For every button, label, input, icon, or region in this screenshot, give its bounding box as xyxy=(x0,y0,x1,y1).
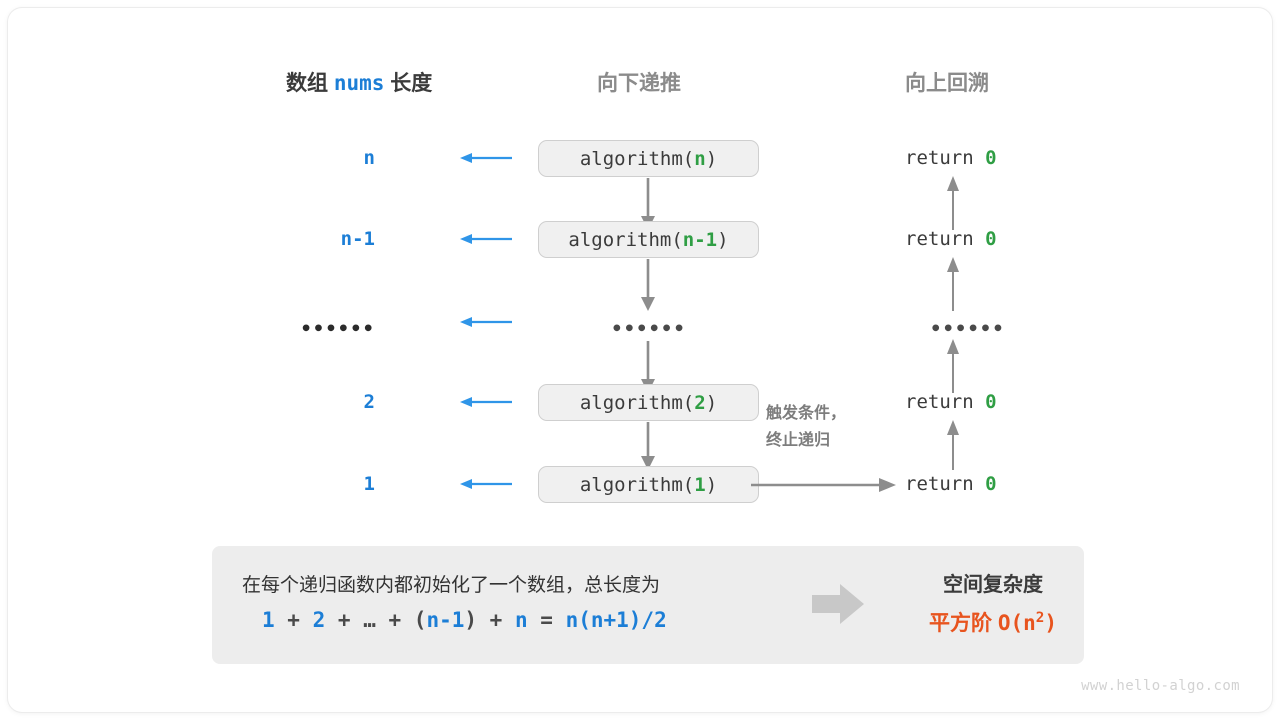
return-value-4: 0 xyxy=(985,473,997,495)
return-text-3: return xyxy=(905,391,986,413)
formula-token-4: … xyxy=(363,608,376,632)
blue-left-arrow-2 xyxy=(460,317,512,327)
formula-token-2: 2 xyxy=(312,608,326,632)
return-text-1: return xyxy=(905,228,986,250)
summary-panel: 在每个递归函数内都初始化了一个数组，总长度为 1 + 2 + … + (n-1)… xyxy=(212,546,1084,664)
column-header-descend: 向下递推 xyxy=(597,72,681,95)
header-left-prefix: 数组 xyxy=(286,72,334,95)
level-label-1: n-1 xyxy=(340,228,375,250)
call-prefix-4: algorithm( xyxy=(579,473,695,496)
call-suffix-4: ) xyxy=(705,473,718,496)
blue-left-arrow-0 xyxy=(460,153,512,163)
level-label-3: 2 xyxy=(363,391,375,413)
up-arrow-1 xyxy=(947,257,959,311)
down-arrow-1 xyxy=(641,259,655,311)
formula-token-9: + xyxy=(477,608,515,632)
call-arg-3: 2 xyxy=(694,391,706,414)
level-label-4: 1 xyxy=(363,473,375,495)
return-value-1: 0 xyxy=(985,228,997,250)
watermark: www.hello-algo.com xyxy=(1081,678,1240,694)
call-box-3: algorithm(2) xyxy=(538,384,759,421)
level-label-2: •••••• xyxy=(300,318,375,340)
call-suffix-3: ) xyxy=(705,391,718,414)
summary-result: 空间复杂度 平方阶 O(n2) xyxy=(902,568,1084,637)
formula-token-0: 1 xyxy=(262,608,275,632)
summary-description: 在每个递归函数内都初始化了一个数组，总长度为 xyxy=(242,575,661,596)
base-case-arrow xyxy=(751,478,896,492)
formula-token-11: = xyxy=(527,608,566,632)
summary-formula: 1 + 2 + … + (n-1) + n = n(n+1)/2 xyxy=(262,608,667,632)
formula-token-1: + xyxy=(274,608,313,632)
return-label-0: return 0 xyxy=(905,147,997,169)
call-prefix-3: algorithm( xyxy=(579,391,695,414)
trigger-note-line2: 终止递归 xyxy=(766,432,831,449)
up-arrow-3 xyxy=(947,420,959,470)
formula-token-8: ) xyxy=(464,608,478,632)
call-suffix-0: ) xyxy=(705,147,718,170)
formula-token-6: ( xyxy=(413,608,427,632)
formula-token-5: + xyxy=(375,608,414,632)
return-text-0: return xyxy=(905,147,986,169)
call-prefix-1: algorithm( xyxy=(568,228,683,251)
call-suffix-1: ) xyxy=(717,228,729,251)
call-arg-0: n xyxy=(694,147,706,170)
formula-token-3: + xyxy=(325,608,364,632)
blue-left-arrow-4 xyxy=(460,479,512,489)
block-right-arrow-icon xyxy=(812,584,864,624)
header-left-code: nums xyxy=(333,71,385,95)
complexity-bigo-prefix: O(n xyxy=(997,611,1036,635)
call-arg-4: 1 xyxy=(694,473,706,496)
summary-title: 空间复杂度 xyxy=(943,574,1043,596)
formula-token-12: n(n+1)/2 xyxy=(565,608,667,632)
level-label-0: n xyxy=(363,147,375,169)
up-arrow-0 xyxy=(947,176,959,230)
call-arg-1: n-1 xyxy=(682,228,718,251)
call-box-0: algorithm(n) xyxy=(538,140,759,177)
return-label-4: return 0 xyxy=(905,473,997,495)
complexity-bigo-suffix: ) xyxy=(1044,611,1058,635)
blue-left-arrow-3 xyxy=(460,397,512,407)
column-header-array-length: 数组 nums 长度 xyxy=(286,67,432,97)
formula-token-7: n-1 xyxy=(426,608,465,632)
column-header-ascend: 向上回溯 xyxy=(905,72,989,95)
return-label-3: return 0 xyxy=(905,391,997,413)
up-arrow-2 xyxy=(947,339,959,393)
return-value-3: 0 xyxy=(985,391,997,413)
call-box-4: algorithm(1) xyxy=(538,466,759,503)
trigger-note: 触发条件， 终止递归 xyxy=(766,400,896,454)
down-arrow-3 xyxy=(641,422,655,470)
call-box-2-dots: •••••• xyxy=(611,318,686,340)
complexity-order: 平方阶 xyxy=(928,612,998,635)
return-label-1: return 0 xyxy=(905,228,997,250)
complexity-bigo-exponent: 2 xyxy=(1035,610,1045,626)
trigger-note-line1: 触发条件， xyxy=(766,405,847,422)
summary-complexity: 平方阶 O(n2) xyxy=(902,607,1084,637)
return-label-2-dots: •••••• xyxy=(930,318,1005,340)
diagram-canvas: 数组 nums 长度 向下递推 向上回溯 n algorithm(n) retu… xyxy=(8,8,1272,712)
return-text-4: return xyxy=(905,473,986,495)
blue-left-arrow-1 xyxy=(460,234,512,244)
formula-token-10: n xyxy=(514,608,528,632)
header-left-suffix: 长度 xyxy=(384,72,433,95)
call-box-1: algorithm(n-1) xyxy=(538,221,759,258)
call-prefix-0: algorithm( xyxy=(579,147,695,170)
return-value-0: 0 xyxy=(985,147,997,169)
